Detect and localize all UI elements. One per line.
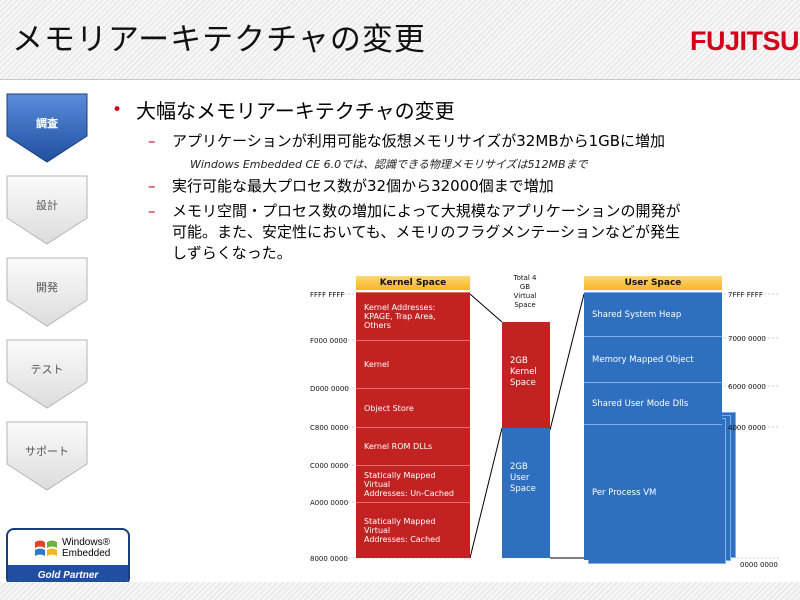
nav-item-development[interactable]: 開発 <box>5 256 89 328</box>
sub-note: Windows Embedded CE 6.0では、認識できる物理メモリサイズは… <box>190 158 588 171</box>
arrow-down-icon <box>6 257 88 327</box>
memory-diagram: FFFF FFFF F000 0000 D000 0000 C800 0000 … <box>302 270 792 580</box>
total-line: Total 4 <box>513 274 537 282</box>
arrow-down-icon <box>6 93 88 163</box>
total-line: GB <box>519 283 531 291</box>
address-label: C800 0000 <box>310 424 349 432</box>
address-label: 8000 0000 <box>310 555 348 563</box>
arrow-down-icon <box>6 175 88 245</box>
nav-label: 開発 <box>36 281 58 294</box>
block-label: Addresses: Un-Cached <box>364 488 454 498</box>
sub-point-2: 実行可能な最大プロセス数が32個から32000個まで増加 <box>172 177 554 195</box>
main-bullet: 大幅なメモリアーキテクチャの変更 <box>136 99 455 123</box>
shared-system-heap-block: Shared System Heap <box>584 292 722 336</box>
dash-icon: – <box>148 177 156 195</box>
windows-flag-icon <box>35 540 57 556</box>
fujitsu-logo: FUJITSU <box>690 26 800 56</box>
uncached-block: Statically Mapped Virtual Addresses: Un-… <box>356 465 470 502</box>
kernel-2gb-block: 2GB Kernel Space <box>502 322 550 428</box>
block-label: Space <box>510 484 536 494</box>
block-label: Shared System Heap <box>592 309 682 320</box>
badge-line1: Windows® <box>62 537 110 548</box>
address-label: 7000 0000 <box>728 335 766 343</box>
address-label: F000 0000 <box>310 337 348 345</box>
address-label: 6000 0000 <box>728 383 766 391</box>
memory-mapped-object-block: Memory Mapped Object <box>584 336 722 382</box>
address-label: 0000 0000 <box>740 561 778 569</box>
nav-label: テスト <box>30 363 64 376</box>
block-label: Space <box>510 378 536 388</box>
slide-header: メモリアーキテクチャの変更 FUJITSU <box>0 0 800 80</box>
sub-point-3b: 可能。また、安定性においても、メモリのフラグメンテーションなどが発生 <box>172 223 681 241</box>
block-label: Object Store <box>364 403 414 413</box>
total-space-label: Total 4 GB Virtual Space <box>505 274 545 310</box>
address-label: 7FFF FFFF <box>728 291 763 299</box>
block-label: Kernel Addresses: <box>364 303 436 312</box>
arrow-down-icon <box>6 339 88 409</box>
per-process-vm-block: Per Process VM <box>584 424 722 560</box>
user-2gb-block: 2GB User Space <box>502 428 550 558</box>
nav-label: 設計 <box>36 199 58 212</box>
badge-line2: Embedded <box>62 548 111 559</box>
nav-label: サポート <box>25 445 69 458</box>
bullet-icon: • <box>112 100 123 120</box>
slide-title: メモリアーキテクチャの変更 <box>12 22 426 58</box>
block-label: Others <box>364 321 391 330</box>
address-label: C000 0000 <box>310 462 349 470</box>
block-label: KPAGE, Trap Area, <box>364 312 436 321</box>
nav-item-support[interactable]: サポート <box>5 420 89 492</box>
dash-icon: – <box>148 202 156 220</box>
nav-item-investigation[interactable]: 調査 <box>5 92 89 164</box>
block-label: Statically Mapped Virtual <box>364 470 436 489</box>
slide-footer <box>0 582 800 600</box>
address-label: D000 0000 <box>310 385 349 393</box>
nav-label: 調査 <box>36 117 58 130</box>
badge-line3: Gold Partner <box>8 565 128 584</box>
kernel-rom-dlls-block: Kernel ROM DLLs <box>356 427 470 465</box>
sub-point-1: アプリケーションが利用可能な仮想メモリサイズが32MBから1GBに増加 <box>172 132 666 150</box>
kernel-space-title: Kernel Space <box>356 276 470 290</box>
block-label: 2GB <box>510 462 528 472</box>
dash-icon: – <box>148 132 156 150</box>
block-label: Kernel <box>364 360 390 369</box>
total-line: Virtual <box>513 292 537 300</box>
address-label: FFFF FFFF <box>310 291 345 299</box>
sub-point-3a: メモリ空間・プロセス数の増加によって大規模なアプリケーションの開発が <box>172 202 681 220</box>
address-label: 4000 0000 <box>728 424 766 432</box>
windows-embedded-badge: Windows® Embedded Gold Partner <box>6 528 130 586</box>
sub-point-3c: しずらくなった。 <box>172 244 292 262</box>
cached-block: Statically Mapped Virtual Addresses: Cac… <box>356 502 470 558</box>
shared-user-dlls-block: Shared User Mode Dlls <box>584 382 722 424</box>
block-label: Statically Mapped Virtual <box>364 517 436 535</box>
block-label: Memory Mapped Object <box>592 354 694 365</box>
object-store-block: Object Store <box>356 388 470 427</box>
block-label: Per Process VM <box>592 487 657 498</box>
nav-item-design[interactable]: 設計 <box>5 174 89 246</box>
kernel-block: Kernel <box>356 340 470 388</box>
arrow-down-icon <box>6 421 88 491</box>
address-label: A000 0000 <box>310 499 349 507</box>
nav-item-test[interactable]: テスト <box>5 338 89 410</box>
block-label: Kernel ROM DLLs <box>364 442 433 451</box>
block-label: User <box>510 473 530 483</box>
block-label: Addresses: Cached <box>364 535 441 544</box>
block-label: 2GB <box>510 356 528 366</box>
kernel-addresses-block: Kernel Addresses: KPAGE, Trap Area, Othe… <box>356 292 470 340</box>
user-space-title: User Space <box>584 276 722 290</box>
total-line: Space <box>514 301 536 309</box>
block-label: Shared User Mode Dlls <box>592 398 689 409</box>
block-label: Kernel <box>510 367 537 377</box>
